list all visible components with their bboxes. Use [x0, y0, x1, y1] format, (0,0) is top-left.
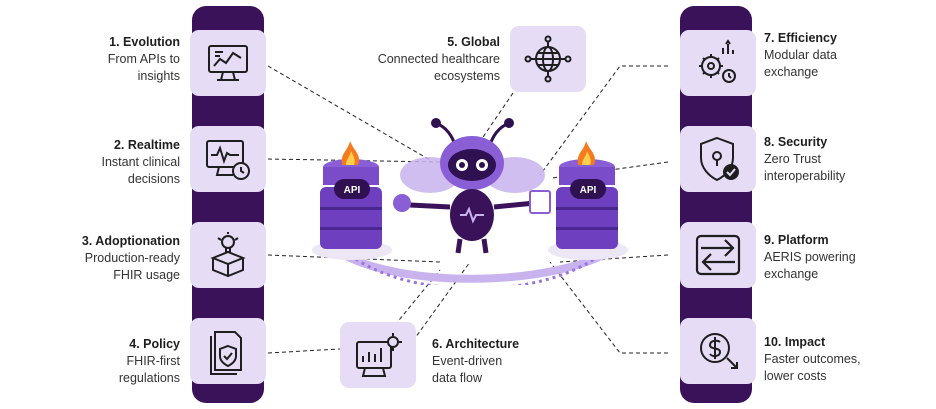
label-title: 10. Impact — [764, 335, 826, 349]
dollar-arrow-icon — [700, 333, 738, 369]
label-desc-line: lower costs — [764, 369, 827, 383]
connector-1 — [267, 65, 431, 161]
label-desc-line: ecosystems — [434, 69, 500, 83]
label-desc-line: Connected healthcare — [377, 52, 500, 66]
label-desc-line: Zero Trust — [764, 152, 821, 166]
shield-lock-icon — [700, 136, 739, 182]
label-desc-line: decisions — [127, 172, 180, 186]
label-desc-line: Modular data — [764, 48, 837, 62]
tile-global — [510, 26, 586, 92]
connector-7 — [539, 65, 668, 176]
tile-realtime — [190, 126, 266, 192]
label-security: 8. Security Zero Trust interoperability — [764, 134, 924, 185]
label-desc-line: insights — [137, 69, 180, 83]
label-title: 3. Adoptionation — [81, 234, 180, 248]
exchange-arrows-icon — [695, 234, 741, 276]
label-title: 1. Evolution — [109, 35, 180, 49]
label-desc-line: Faster outcomes, — [764, 352, 861, 366]
label-desc-line: regulations — [118, 371, 180, 385]
label-efficiency: 7. Efficiency Modular data exchange — [764, 30, 924, 81]
label-desc-line: Instant clinical — [101, 155, 180, 169]
monitor-chart-icon — [208, 45, 248, 81]
label-adoptionation: 3. Adoptionation Production-ready FHIR u… — [40, 233, 180, 284]
document-shield-icon — [210, 331, 242, 375]
label-title: 9. Platform — [764, 233, 829, 247]
label-desc-line: Event-driven — [432, 354, 503, 368]
tile-impact — [680, 318, 756, 384]
label-title: 6. Architecture — [432, 337, 520, 351]
label-title: 5. Global — [447, 35, 500, 49]
label-desc-line: Production-ready — [84, 251, 180, 265]
label-title: 2. Realtime — [113, 138, 180, 152]
label-impact: 10. Impact Faster outcomes, lower costs — [764, 334, 924, 385]
label-evolution: 1. Evolution From APIs to insights — [50, 34, 180, 85]
globe-network-icon — [524, 35, 572, 83]
label-desc-line: FHIR-first — [126, 354, 180, 368]
tile-security — [680, 126, 756, 192]
label-title: 4. Policy — [129, 337, 180, 351]
label-platform: 9. Platform AERIS powering exchange — [764, 232, 924, 283]
label-desc-line: exchange — [764, 65, 819, 79]
tile-evolution — [190, 30, 266, 96]
connector-10 — [549, 261, 668, 354]
label-desc-line: exchange — [764, 267, 819, 281]
right-api-server — [548, 141, 628, 260]
monitor-gear-icon — [356, 333, 402, 377]
left-api-server — [312, 141, 392, 260]
gears-chart-icon — [699, 39, 736, 83]
label-realtime: 2. Realtime Instant clinical decisions — [50, 137, 180, 188]
label-desc-line: interoperability — [764, 169, 846, 183]
tile-architecture — [340, 322, 416, 388]
bee-character — [393, 118, 551, 254]
label-desc-line: data flow — [432, 371, 483, 385]
tile-platform — [680, 222, 756, 288]
tile-adoptionation — [190, 222, 266, 288]
api-label-left: API — [344, 185, 361, 196]
monitor-clock-icon — [206, 140, 250, 180]
tile-policy — [190, 318, 266, 384]
label-title: 8. Security — [764, 135, 828, 149]
label-policy: 4. Policy FHIR-first regulations — [50, 336, 180, 387]
label-desc-line: From APIs to — [107, 52, 180, 66]
api-label-right: API — [580, 185, 597, 196]
label-desc-line: AERIS powering — [764, 250, 856, 264]
connector-5 — [461, 92, 514, 169]
label-global: 5. Global Connected healthcare ecosystem… — [340, 34, 500, 85]
bee-mascot-illustration: API API — [312, 118, 628, 285]
label-desc-line: FHIR usage — [113, 268, 180, 282]
box-lightbulb-icon — [210, 232, 246, 278]
label-title: 7. Efficiency — [764, 31, 837, 45]
label-architecture: 6. Architecture Event-driven data flow — [432, 336, 572, 387]
tile-efficiency — [680, 30, 756, 96]
